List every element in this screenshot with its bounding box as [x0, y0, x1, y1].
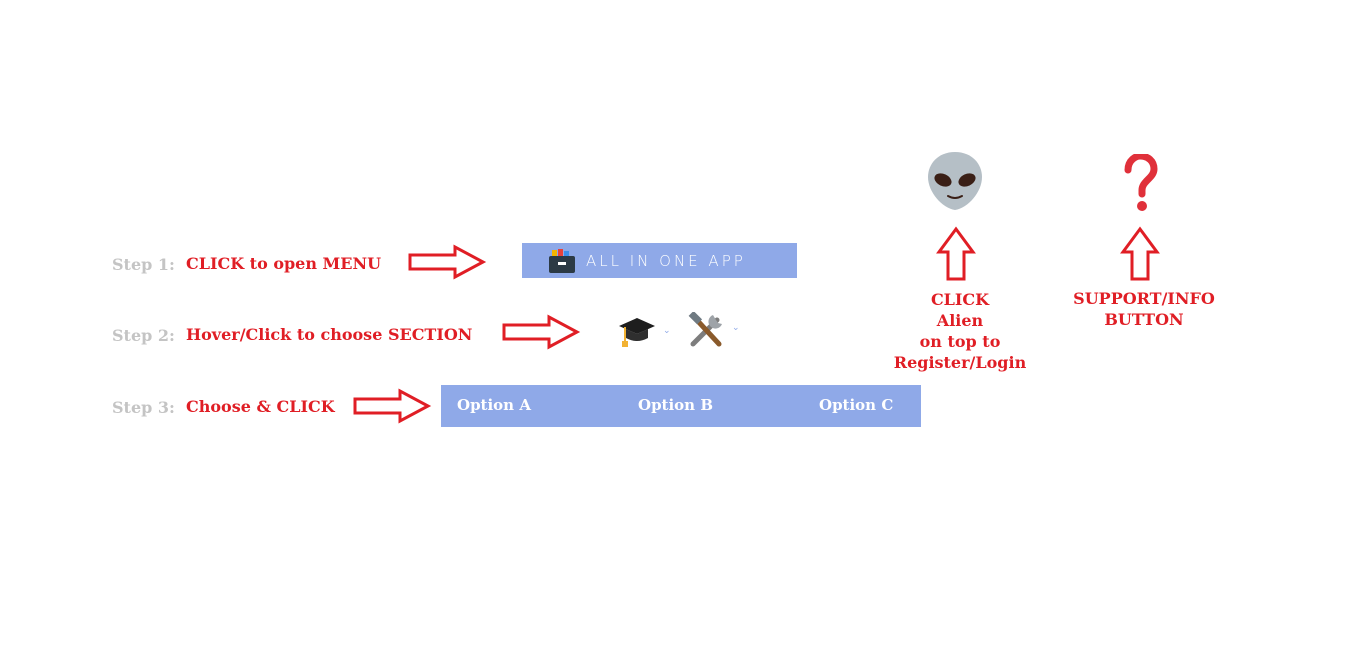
step-2-label: Step 2: [112, 326, 175, 345]
step-1-label: Step 1: [112, 255, 175, 274]
arrow-up-icon [936, 226, 976, 281]
step-3-label: Step 3: [112, 398, 175, 417]
caption-line: Alien [936, 311, 984, 330]
arrow-right-icon [502, 314, 581, 350]
tools-icon [688, 310, 722, 347]
section-education-button[interactable]: ⌄ [617, 314, 677, 350]
step-2-text: Hover/Click to choose SECTION [186, 325, 473, 344]
alien-icon[interactable] [924, 150, 986, 212]
caption-line: CLICK [930, 290, 990, 309]
option-b[interactable]: Option B [638, 396, 713, 414]
chevron-down-icon: ⌄ [732, 323, 740, 333]
option-c[interactable]: Option C [819, 396, 894, 414]
alien-caption: CLICK Alien on top to Register/Login [880, 289, 1040, 373]
caption-line: BUTTON [1104, 310, 1184, 329]
chevron-down-icon: ⌄ [663, 326, 671, 336]
option-a[interactable]: Option A [457, 396, 531, 414]
all-in-one-app-menu-button[interactable]: ALL IN ONE APP [522, 243, 797, 278]
step-1-text: CLICK to open MENU [186, 254, 382, 273]
app-title: ALL IN ONE APP [586, 251, 746, 270]
arrow-up-icon [1120, 226, 1160, 281]
arrow-right-icon [353, 388, 432, 424]
arrow-right-icon [408, 244, 487, 280]
caption-line: on top to [919, 332, 1001, 351]
step-3-text: Choose & CLICK [186, 397, 335, 416]
caption-line: Register/Login [893, 353, 1027, 372]
support-caption: SUPPORT/INFO BUTTON [1054, 288, 1234, 330]
section-tools-button[interactable]: ⌄ [687, 310, 745, 350]
folder-box-icon [549, 248, 575, 273]
caption-line: SUPPORT/INFO [1073, 289, 1215, 308]
options-bar: Option A Option B Option C [441, 385, 921, 427]
graduation-cap-icon [619, 318, 655, 347]
question-mark-icon[interactable] [1120, 154, 1160, 214]
